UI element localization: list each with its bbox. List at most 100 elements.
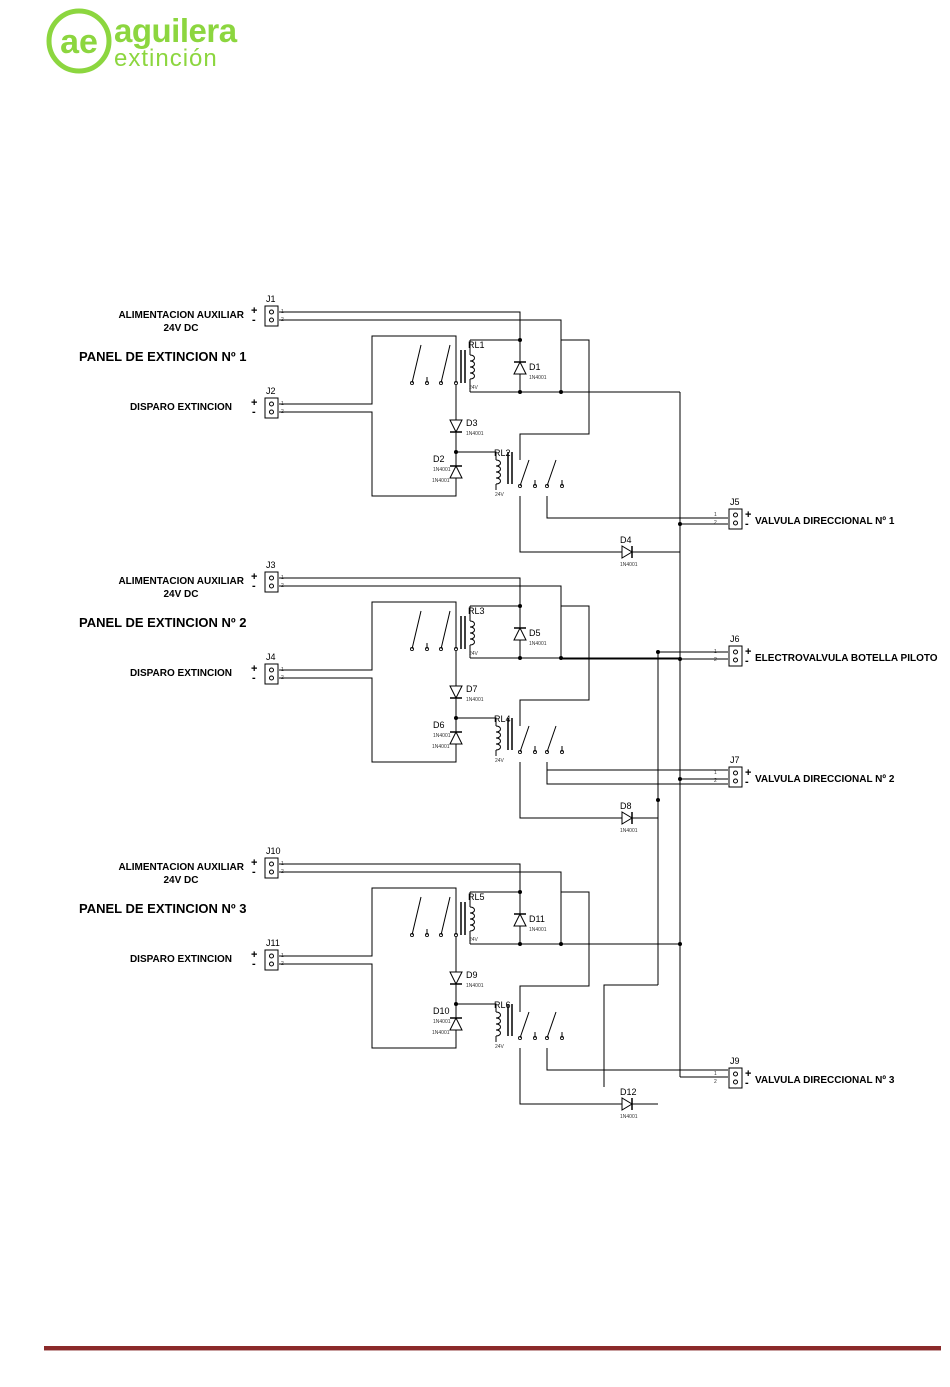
diode-symbol [621,545,633,559]
diode-part: 1N4001 [529,641,547,647]
wire [519,725,530,753]
wire [279,577,680,659]
diode-symbol [449,685,463,700]
diode-part: 1N4001 [529,927,547,933]
diode-part: 1N4001 [620,1114,638,1120]
wire [519,496,622,553]
wire [279,585,562,658]
wire [519,339,590,460]
diode-symbol [513,626,527,641]
plus-sign: + [745,1068,751,1080]
logo-wordmark-line2: extinción [114,45,218,72]
trigger-label: DISPARO EXTINCION [130,402,232,413]
panel-title: PANEL DE EXTINCION Nº 3 [79,901,247,916]
diode-part: 1N4001 [433,1019,451,1025]
wire [279,319,562,392]
minus-sign: - [252,406,256,418]
diode-part: 1N4001 [466,697,484,703]
wire [519,459,530,487]
terminal-pin [269,667,274,673]
diode-ref: D9 [466,970,478,980]
wire [603,984,658,1087]
input-terminal [264,571,279,593]
relay-ref: RL5 [468,892,485,902]
relay-voltage: 24V [495,492,505,498]
diode-symbol [449,1016,463,1031]
supply-voltage-label: 24V DC [163,589,198,600]
wire [546,1011,557,1039]
connector-ref: J2 [266,386,276,396]
terminal-pin [269,583,274,589]
minus-sign: - [745,518,749,530]
plus-sign: + [251,305,257,317]
minus-sign: - [252,866,256,878]
wire [519,891,590,1012]
relay-ref: RL1 [468,340,485,350]
wire [279,887,457,968]
wire [546,762,728,785]
terminal-pin [269,401,274,407]
supply-voltage-label: 24V DC [163,875,198,886]
logo-wordmark-line1: aguilera [114,12,237,49]
terminal-pin [269,953,274,959]
company-logo: ae aguilera extinción [46,8,246,76]
diode-ref: D8 [620,801,632,811]
connector-ref: J7 [730,755,740,765]
wire [440,610,451,650]
relay-voltage: 24V [495,1044,505,1050]
diode-ref: D1 [529,362,541,372]
connector-ref: J5 [730,497,740,507]
diode-part: 1N4001 [432,1030,450,1036]
minus-sign: - [745,1077,749,1089]
wire [279,601,457,682]
terminal-pin [733,1079,738,1085]
output-label: VALVULA DIRECCIONAL Nº 3 [755,1075,895,1086]
wire [546,725,557,753]
junction-dot [656,798,660,802]
diode-symbol [449,971,463,986]
minus-sign: - [252,672,256,684]
diode-ref: D12 [620,1087,637,1097]
diode-ref: D4 [620,535,632,545]
wire [456,451,497,460]
relay-coil [469,906,475,932]
input-terminal [264,857,279,879]
diode-part: 1N4001 [432,478,450,484]
wire [519,762,622,819]
relay-voltage: 24V [469,651,479,657]
wire [440,344,451,384]
diode-symbol [513,360,527,375]
output-terminal [728,1067,743,1089]
svg-text:ae: ae [60,23,98,61]
wire [440,896,451,936]
relay-ref: RL3 [468,606,485,616]
diode-symbol [449,464,463,479]
diode-symbol [513,912,527,927]
diode-part: 1N4001 [620,828,638,834]
wire [411,896,422,936]
relay-ref: RL2 [494,448,511,458]
wire [519,1011,530,1039]
wire [519,1048,622,1105]
diode-ref: D6 [433,720,445,730]
terminal-pin [269,317,274,323]
relay-coil [495,1011,501,1037]
junction-dot [559,390,563,394]
diode-part: 1N4001 [466,431,484,437]
wire [411,344,422,384]
plus-sign: + [745,509,751,521]
pin-number: 2 [714,657,717,663]
diode-part: 1N4001 [433,467,451,473]
plus-sign: + [745,767,751,779]
minus-sign: - [252,314,256,326]
supply-label: ALIMENTACION AUXILIAR [118,576,244,587]
terminal-pin [269,309,274,315]
wire [279,863,680,945]
output-label: ELECTROVALVULA BOTELLA PILOTO [755,653,938,664]
wire [279,963,457,1049]
input-terminal [264,663,279,685]
wire [546,1048,728,1071]
logo-monogram-icon: ae [46,8,112,74]
minus-sign: - [745,655,749,667]
